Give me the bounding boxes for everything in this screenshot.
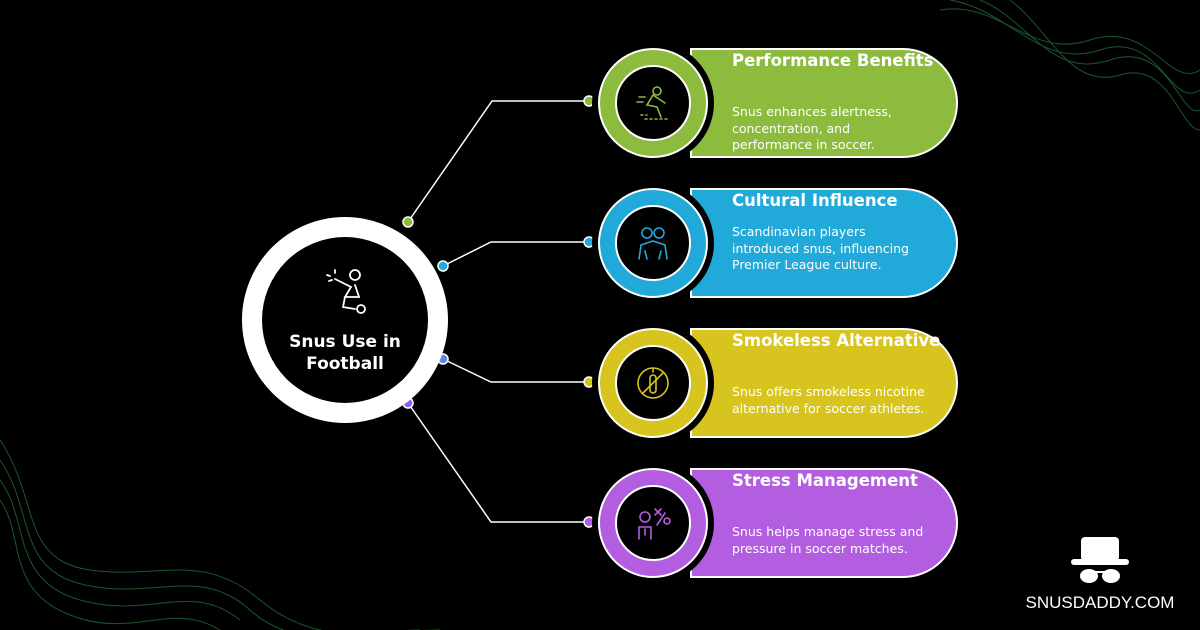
card-pill: [690, 328, 958, 438]
card-icon-ring: [598, 328, 708, 438]
card-cultural-influence: Cultural Influence Scandinavian players …: [598, 188, 958, 298]
central-hub: Snus Use in Football: [242, 217, 448, 423]
card-performance-benefits: Performance Benefits Snus enhances alert…: [598, 48, 958, 158]
card-title: Cultural Influence: [732, 191, 898, 210]
brand-logo[interactable]: SNUSDADDY.COM: [1025, 535, 1175, 613]
card-pill: [690, 48, 958, 158]
athlete-jump-icon: [636, 86, 670, 120]
card-icon-ring: [598, 188, 708, 298]
card-icon-ring: [598, 48, 708, 158]
card-description: Snus helps manage stress and pressure in…: [732, 524, 924, 556]
card-smokeless-alternative: Smokeless Alternative Snus offers smokel…: [598, 328, 958, 438]
card-description: Snus enhances alertness, concentration, …: [732, 104, 892, 152]
connector-dot: [402, 216, 414, 228]
decorative-wave-top-right: [940, 0, 1200, 131]
decorative-wave-bottom-left: [0, 440, 440, 630]
card-title: Smokeless Alternative: [732, 331, 941, 350]
two-players-icon: [638, 227, 668, 260]
connector-dot: [583, 236, 595, 248]
connector-dot: [583, 516, 595, 528]
coach-strategy-icon: [638, 508, 671, 540]
card-title: Performance Benefits: [732, 51, 934, 70]
soccer-player-icon: [326, 269, 366, 314]
card-description: Snus offers smokeless nicotine alternati…: [732, 384, 925, 416]
connector-dot: [583, 376, 595, 388]
card-icon-ring: [598, 468, 708, 578]
no-smoking-icon: [637, 367, 669, 399]
connector-dot: [437, 260, 449, 272]
card-pill: [690, 188, 958, 298]
brand-name: SNUSDADDY.COM: [1025, 593, 1175, 612]
connector-dot: [583, 95, 595, 107]
card-description: Scandinavian players introduced snus, in…: [732, 224, 909, 272]
card-title: Stress Management: [732, 471, 918, 490]
incognito-hat-icon: [1071, 537, 1129, 583]
card-stress-management: Stress Management Snus helps manage stre…: [598, 468, 958, 578]
card-pill: [690, 468, 958, 578]
hub-title: Snus Use in Football: [289, 332, 401, 374]
